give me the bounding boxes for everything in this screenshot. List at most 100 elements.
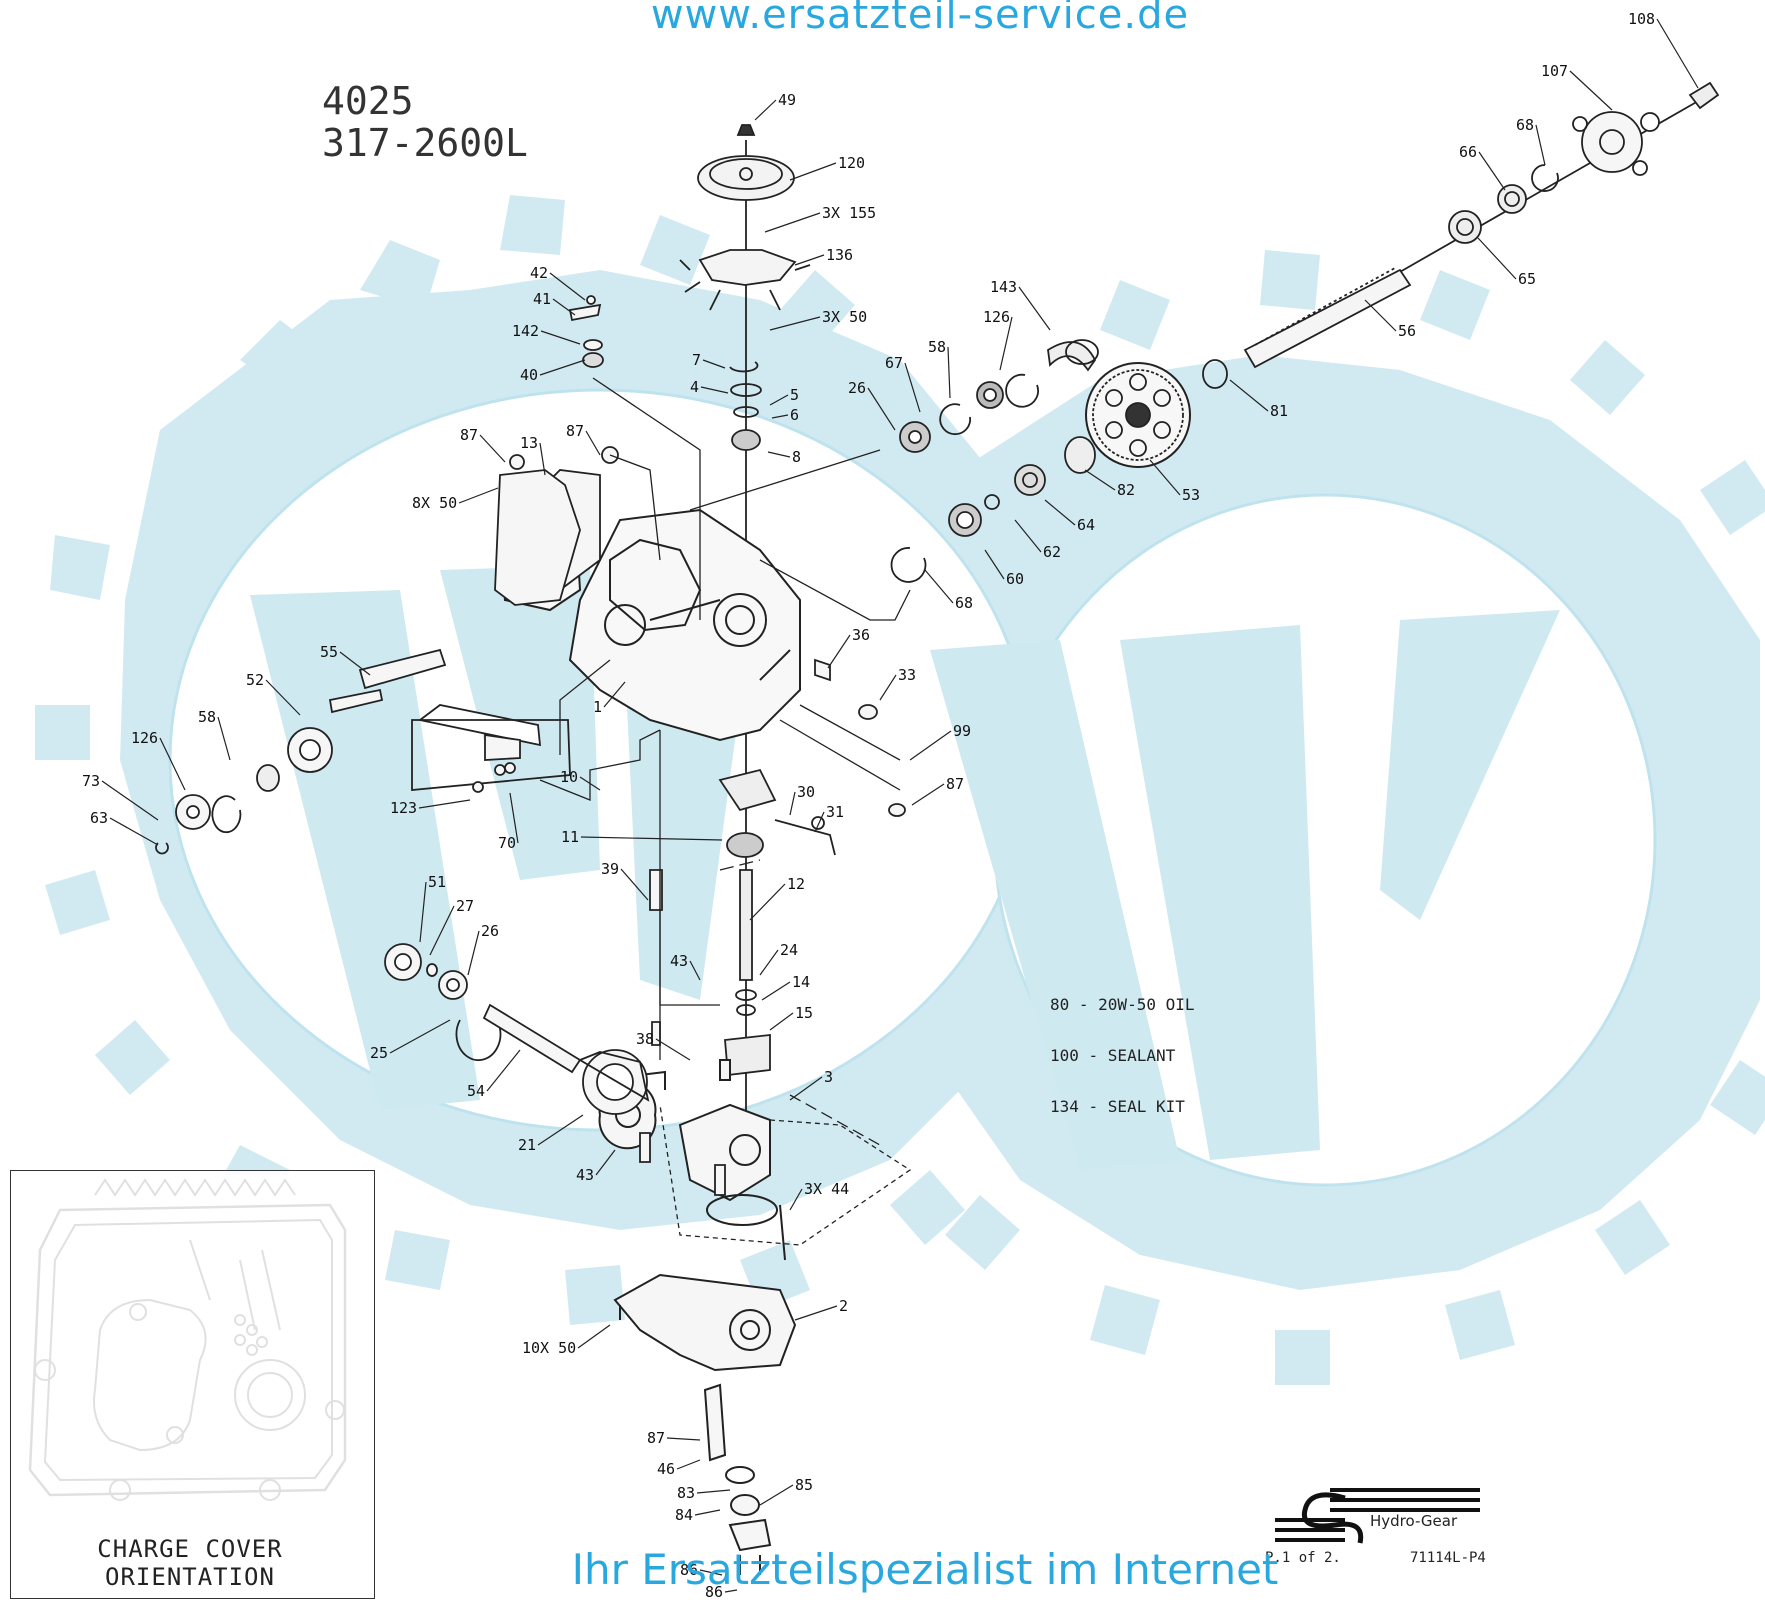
callout-label: 87	[946, 775, 964, 793]
callout-label: 49	[778, 91, 796, 109]
callout-label: 3X 44	[804, 1180, 849, 1198]
callout-leader	[579, 776, 601, 791]
callout-label: 64	[1077, 516, 1095, 534]
callout-label: 68	[1516, 116, 1534, 134]
callout-leader	[1044, 499, 1076, 526]
callout: 84	[675, 1506, 721, 1524]
brand-name: Hydro-Gear	[1370, 1512, 1458, 1530]
callout-leader	[539, 442, 546, 476]
callout: 65	[1477, 237, 1536, 288]
callout-label: 58	[198, 708, 216, 726]
callout-leader	[1018, 286, 1051, 331]
callout-label: 68	[955, 594, 973, 612]
callout-leader	[814, 811, 825, 833]
bottom-cover	[613, 1273, 797, 1575]
callout: 3X 44	[789, 1180, 849, 1211]
callout-label: 43	[576, 1166, 594, 1184]
callout-label: 42	[530, 264, 548, 282]
callout-leader	[764, 212, 821, 233]
callout: 30	[789, 783, 815, 816]
callout-label: 8X 50	[412, 494, 457, 512]
callout-leader	[769, 316, 821, 331]
site-url[interactable]: www.ersatzteil-service.de	[650, 0, 1190, 38]
callout: 70	[498, 792, 519, 852]
callout: 40	[520, 359, 586, 384]
callout-leader	[666, 1437, 701, 1441]
callout-label: 67	[885, 354, 903, 372]
callout-leader	[999, 316, 1013, 371]
callout-leader	[761, 981, 791, 1001]
callout: 43	[576, 1149, 616, 1184]
callout-label: 43	[670, 952, 688, 970]
callout-label: 70	[498, 834, 516, 852]
callout-leader	[759, 1484, 794, 1506]
callout-label: 84	[675, 1506, 693, 1524]
callout-leader	[699, 1569, 723, 1576]
callout-leader	[827, 634, 851, 669]
callout-label: 3	[824, 1068, 833, 1086]
note-sealant: 100 - SEALANT	[1050, 1046, 1176, 1065]
callout: 87	[647, 1429, 701, 1447]
callout-label: 7	[692, 351, 701, 369]
hydro-gear-logo	[1275, 1488, 1480, 1544]
callout-leader	[595, 1149, 616, 1176]
callout-label: 13	[520, 434, 538, 452]
callout: 3X 155	[764, 204, 876, 233]
callout-leader	[537, 1114, 584, 1146]
callout-label: 24	[780, 941, 798, 959]
callout: 86	[680, 1561, 723, 1579]
callout-leader	[265, 679, 301, 716]
callout: 55	[320, 643, 371, 676]
callout: 120	[789, 154, 865, 181]
callout: 21	[518, 1114, 584, 1154]
callout: 39	[601, 860, 649, 901]
callout: 81	[1229, 379, 1288, 420]
callout-label: 51	[428, 873, 446, 891]
inset-caption-line1: CHARGE COVER	[97, 1535, 283, 1563]
callout-leader	[724, 1589, 738, 1593]
callout: 46	[657, 1459, 701, 1478]
callout-label: 86	[680, 1561, 698, 1579]
callout-label: 85	[795, 1476, 813, 1494]
callout-leader	[217, 716, 231, 761]
callout-label: 53	[1182, 486, 1200, 504]
callout-leader	[109, 817, 159, 846]
callout-leader	[867, 387, 896, 431]
callout-label: 58	[928, 338, 946, 356]
callout-leader	[769, 1012, 794, 1031]
callout-label: 3X 155	[822, 204, 876, 222]
callout-label: 31	[826, 803, 844, 821]
callout-leader	[339, 651, 371, 676]
callout-leader	[580, 836, 723, 841]
callout: 64	[1044, 499, 1095, 534]
callout: 62	[1014, 519, 1061, 561]
callout: 86	[705, 1583, 738, 1601]
callout-leader	[159, 737, 186, 791]
callout-leader	[486, 1049, 521, 1092]
callout-leader	[458, 487, 499, 504]
callout-label: 5	[790, 386, 799, 404]
callout: 52	[246, 671, 301, 716]
callout-leader	[769, 394, 789, 406]
callout-leader	[1149, 459, 1181, 496]
side-cover	[494, 295, 906, 817]
callout: 8X 50	[412, 487, 499, 512]
note-oil: 80 - 20W-50 OIL	[1050, 995, 1195, 1014]
callout-label: 55	[320, 643, 338, 661]
callout-label: 54	[467, 1082, 485, 1100]
callout: 126	[131, 729, 186, 791]
part-number: 317-2600L	[322, 121, 528, 165]
callout: 53	[1149, 459, 1200, 504]
callout-label: 21	[518, 1136, 536, 1154]
callout-leader	[1084, 469, 1116, 491]
callout-label: 99	[953, 722, 971, 740]
callout-leader	[467, 930, 480, 976]
callout-label: 73	[82, 772, 100, 790]
callout: 13	[520, 434, 546, 476]
callout-label: 143	[990, 278, 1017, 296]
callout-label: 63	[90, 809, 108, 827]
callout: 14	[761, 973, 810, 1001]
callout-leader	[655, 1038, 691, 1061]
callout: 87	[911, 775, 964, 806]
callout-label: 15	[795, 1004, 813, 1022]
